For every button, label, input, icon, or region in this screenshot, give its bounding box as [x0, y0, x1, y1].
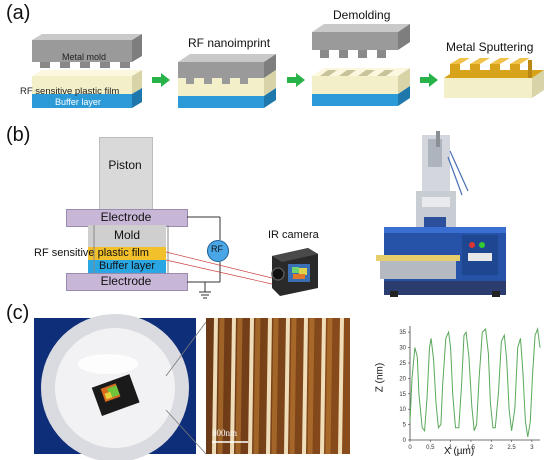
- afm-image: [206, 317, 350, 455]
- rf-label: RF: [211, 244, 223, 254]
- arrow-2-icon: [287, 73, 305, 87]
- sample-photo: [34, 314, 196, 460]
- x-tick-label: 3: [530, 445, 534, 451]
- zoom-leader-lines: [165, 321, 207, 455]
- electrode-bottom-label: Electrode: [100, 274, 152, 288]
- nanoimprint-diagram: [178, 54, 276, 108]
- panel-label-b: (b): [6, 124, 31, 146]
- buffer-layer: [88, 260, 166, 273]
- chart-ylabel: Z (nm): [374, 362, 386, 393]
- step-title-nanoimprint: RF nanoimprint: [188, 36, 271, 50]
- scale-bar-label: 800nm: [212, 428, 238, 438]
- panel-label-c: (c): [6, 302, 30, 324]
- x-tick-label: 1.5: [467, 445, 476, 451]
- piston-label: Piston: [108, 158, 142, 172]
- buffer-layer-label: Buffer layer: [98, 260, 156, 272]
- height-profile-chart: 0 5 10 15 20 25 30 35 0 0.5 1 1.5 2 2.5 3: [399, 326, 541, 451]
- stack-diagram: [32, 34, 142, 108]
- y-tick-label: 10: [399, 407, 406, 413]
- y-tick-label: 15: [399, 392, 406, 398]
- x-tick-label: 0.5: [426, 445, 435, 451]
- panel-label-a: (a): [6, 2, 31, 24]
- demolding-diagram: [312, 24, 410, 106]
- chart-xlabel: X (µm): [444, 446, 475, 457]
- buffer-label: Buffer layer: [55, 97, 101, 107]
- mold-label: Mold: [113, 228, 140, 242]
- step-title-demolding: Demolding: [333, 8, 391, 22]
- ir-camera-label: IR camera: [268, 229, 319, 241]
- rf-source-icon: [207, 240, 229, 262]
- y-tick-label: 20: [399, 376, 406, 382]
- arrow-3-icon: [420, 73, 438, 87]
- x-tick-label: 2: [490, 445, 494, 451]
- y-tick-label: 5: [403, 423, 407, 429]
- y-tick-label: 0: [403, 438, 407, 444]
- arrow-1-icon: [152, 73, 170, 87]
- y-tick-label: 25: [399, 361, 406, 367]
- x-tick-label: 1: [449, 445, 453, 451]
- y-tick-label: 35: [399, 330, 406, 336]
- film-label: RF sensitive plastic film: [20, 86, 120, 97]
- y-tick-label: 30: [399, 346, 406, 352]
- rf-film-label: RF sensitive plastic film: [34, 247, 149, 259]
- x-tick-label: 2.5: [507, 445, 516, 451]
- sputtering-diagram: [444, 58, 544, 98]
- mold-block: [88, 225, 166, 247]
- piston: [99, 137, 153, 211]
- electrode-top-label: Electrode: [100, 210, 152, 224]
- ir-camera-icon: [271, 248, 318, 296]
- x-tick-label: 0: [408, 445, 412, 451]
- metal-mold-label: Metal mold: [62, 52, 107, 62]
- press-machine-photo: [370, 131, 520, 299]
- wiring: [93, 216, 273, 299]
- profile-series-line: [409, 327, 541, 437]
- rf-film: [88, 247, 166, 260]
- step-title-sputtering: Metal Sputtering: [446, 40, 534, 54]
